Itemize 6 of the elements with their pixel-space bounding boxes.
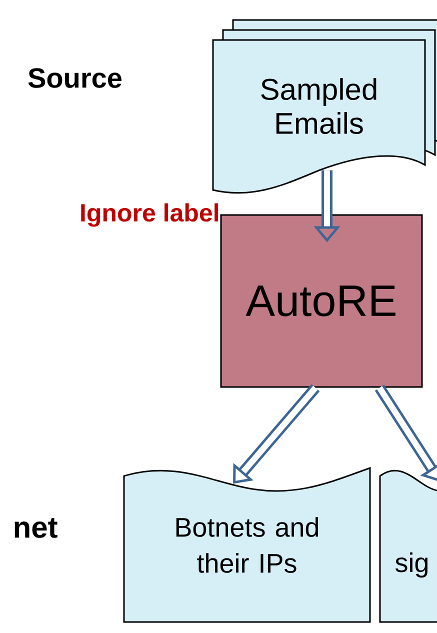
annotation-text: Ignore label bbox=[81, 203, 218, 227]
arrow bbox=[233, 384, 320, 484]
process-box: AutoRE bbox=[220, 214, 423, 388]
row-label: Source bbox=[28, 68, 122, 88]
row-label: net bbox=[14, 518, 58, 538]
document-stack: Sampled Emails bbox=[212, 19, 437, 194]
